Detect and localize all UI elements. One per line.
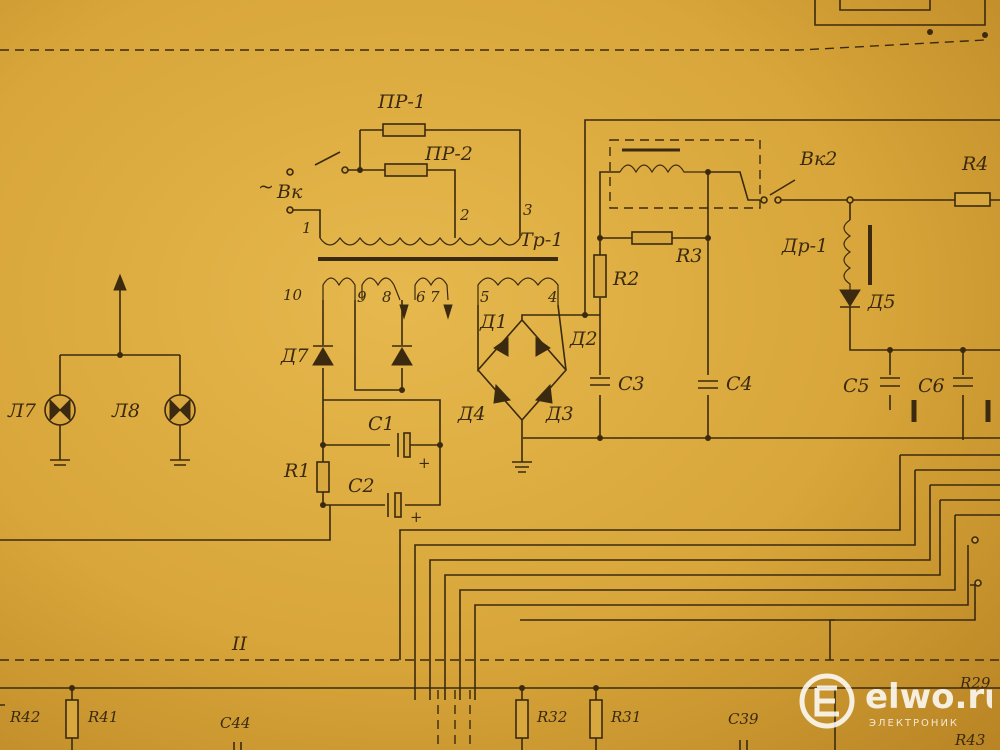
label-r3: R3	[675, 245, 702, 267]
low-voltage-rectifier: Д7 C1 + C2 + R1	[280, 300, 443, 526]
label-c1: C1	[368, 413, 395, 435]
diode-d4-icon	[493, 383, 511, 404]
diode-d6-icon	[391, 345, 413, 366]
capacitor-c2-icon	[387, 492, 402, 518]
plus-c2: +	[410, 508, 423, 526]
diode-d5-icon	[839, 289, 861, 315]
label-pr2: ПР-2	[424, 143, 473, 165]
relay-coil	[619, 164, 708, 174]
label-r32: R32	[536, 708, 567, 726]
watermark-subtitle: ЭЛЕКТРОНИК	[869, 718, 959, 729]
resistor-r2-icon	[593, 254, 607, 298]
filter-section: R2 R3 C3 C4 Вк2	[523, 119, 1000, 441]
bridge-rectifier: Д1 Д2 Д4 Д3	[457, 304, 598, 473]
pin-9: 9	[357, 288, 367, 306]
pin-3: 3	[523, 201, 533, 219]
label-vk2: Вк2	[799, 148, 837, 170]
label-section-ii: II	[231, 633, 248, 655]
label-d1: Д1	[479, 311, 508, 333]
label-d7: Д7	[280, 345, 309, 367]
label-r2: R2	[612, 268, 639, 290]
lamp-l8-icon	[164, 394, 196, 426]
relay-box	[609, 139, 761, 209]
pin-8: 8	[382, 288, 392, 306]
label-d4: Д4	[457, 403, 486, 425]
pin-5: 5	[480, 288, 490, 306]
label-c39: C39	[728, 710, 759, 728]
resistor-r1-icon	[316, 461, 330, 493]
diode-d2-icon	[535, 337, 551, 357]
label-c2: C2	[348, 475, 375, 497]
choke-dr1-icon	[843, 219, 852, 290]
diode-d3-icon	[535, 383, 553, 404]
resistor-r3-icon	[631, 231, 673, 245]
secondary-8-6	[361, 277, 401, 301]
label-d5: Д5	[867, 291, 896, 313]
bus-wiring: II R42 R41 C44 R32 R31 C39 R29 R43	[0, 454, 1000, 750]
lamp-l7-icon	[44, 394, 76, 426]
label-l8: Л8	[111, 400, 140, 422]
capacitor-c1-icon	[397, 432, 411, 458]
fuse-pr2-icon	[384, 163, 428, 177]
pin-2: 2	[459, 206, 470, 224]
capacitor-c3-icon	[590, 377, 610, 386]
pin-10: 10	[283, 286, 303, 304]
top-right-block	[814, 0, 986, 26]
label-tilde: ~	[258, 176, 274, 198]
lamp-group: Л7 Л8	[7, 273, 196, 466]
label-c3: C3	[618, 373, 645, 395]
capacitor-c4-icon	[698, 380, 718, 389]
fuse-pr1-icon	[382, 123, 426, 137]
capacitor-c5-icon	[880, 377, 917, 422]
label-r43: R43	[954, 731, 985, 749]
label-r42: R42	[9, 708, 40, 726]
site-watermark: elwo.ru ЭЛЕКТРОНИК	[799, 673, 992, 729]
diode-d1-icon	[493, 337, 509, 357]
elwo-logo-icon	[799, 673, 855, 729]
label-r29: R29	[959, 674, 991, 692]
pin-7: 7	[430, 288, 440, 306]
watermark-brand: elwo.ru	[865, 677, 992, 717]
capacitor-c6-icon	[953, 377, 991, 422]
right-section: R4 Др-1 Д5 C5 C6	[781, 153, 1000, 440]
resistor-r4-icon	[954, 192, 991, 207]
top-section-border	[0, 39, 986, 51]
pin-4: 4	[547, 288, 558, 306]
label-dr1: Др-1	[781, 235, 828, 257]
primary-winding	[319, 236, 521, 246]
label-pr1: ПР-1	[377, 91, 426, 113]
mains-input: ПР-1 ПР-2 ~ Вк	[258, 91, 521, 238]
label-r41: R41	[87, 708, 118, 726]
transformer-tr1: 1 2 3 Тр-1 10 9 8 6 7 5 4	[283, 201, 563, 320]
resistor-r41-icon	[65, 699, 79, 739]
resistor-r31-icon	[589, 699, 603, 739]
label-r31: R31	[610, 708, 641, 726]
label-d3: Д3	[545, 403, 574, 425]
label-r1: R1	[283, 460, 310, 482]
switch-vk-icon	[286, 151, 349, 214]
label-tr1: Тр-1	[520, 229, 563, 251]
label-c6: C6	[918, 375, 945, 397]
secondary-7	[414, 277, 449, 301]
resistor-r32-icon	[515, 699, 529, 739]
label-d2: Д2	[569, 328, 598, 350]
secondary-5-4	[477, 277, 559, 305]
label-c5: C5	[843, 375, 870, 397]
plus-c1: +	[418, 454, 431, 472]
pin-1: 1	[302, 219, 312, 237]
pin-6: 6	[416, 288, 426, 306]
label-vk: Вк	[276, 181, 303, 203]
label-c4: C4	[726, 373, 753, 395]
label-l7: Л7	[7, 400, 37, 422]
left-bottom-wire	[0, 505, 331, 541]
label-r4: R4	[961, 153, 988, 175]
secondary-10-9	[322, 277, 356, 300]
label-c44: C44	[220, 714, 251, 732]
diode-d7-icon	[312, 345, 334, 366]
